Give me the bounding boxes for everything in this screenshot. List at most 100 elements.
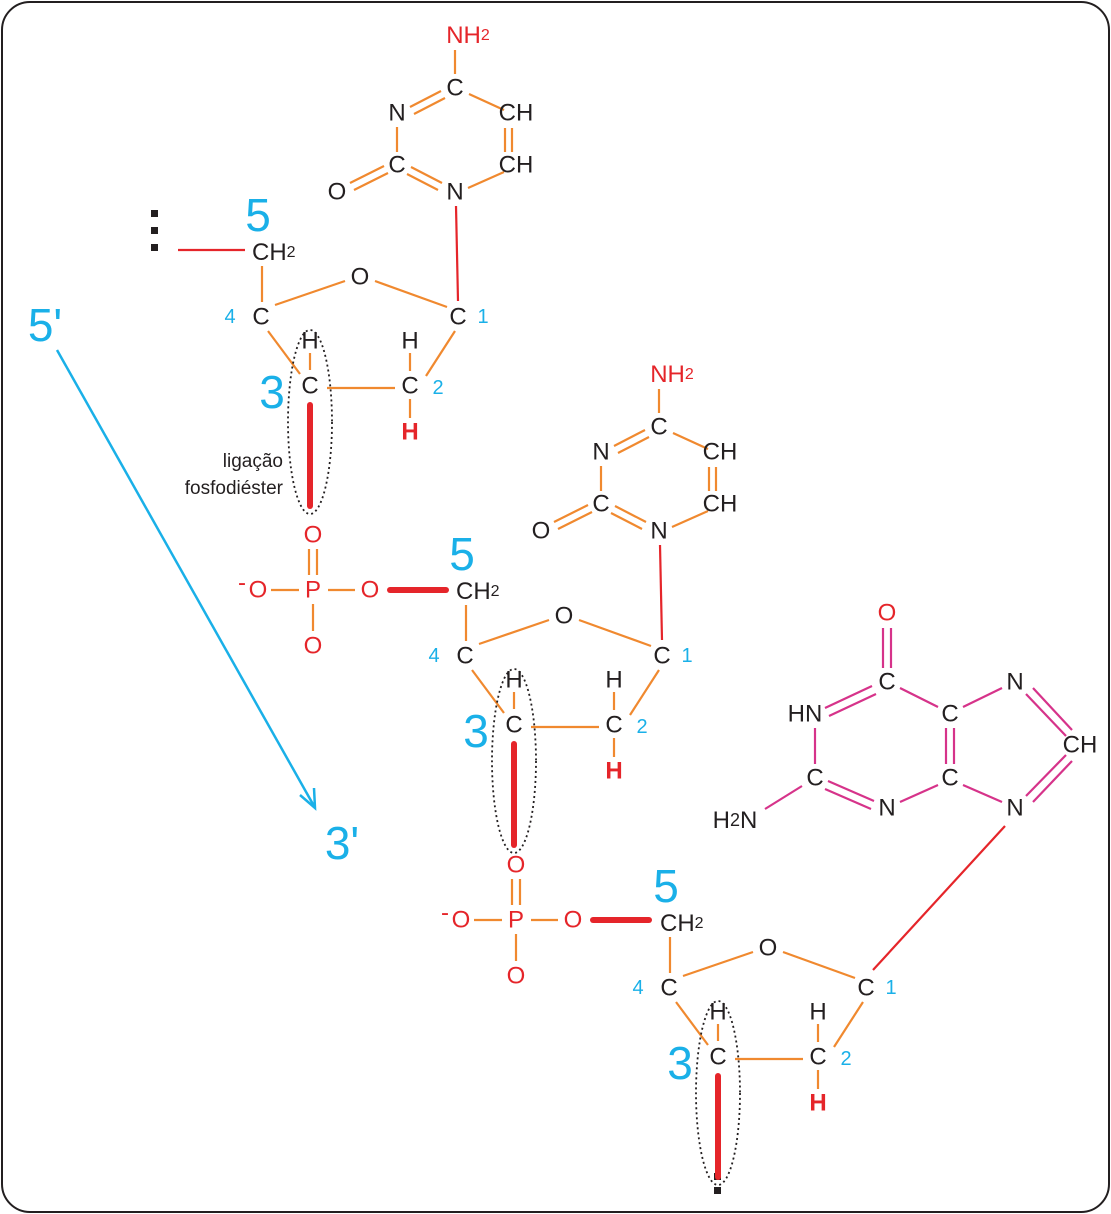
phosphorus: P [508, 907, 524, 934]
sugar-h2-deoxy: H [401, 419, 418, 446]
cytosine-n1: N [446, 179, 463, 206]
guanine-c2: C [806, 765, 823, 792]
sugar-c4: C [252, 304, 269, 331]
negative-charge: - [238, 570, 246, 597]
sugar-h3: H [301, 328, 318, 355]
nucleotide-1-sugar: CH2 O C C C C H H H 5 4 3 2 1 [224, 189, 489, 515]
phosphodiester-highlight [491, 668, 537, 854]
carbon-1-label: 1 [885, 977, 896, 999]
sugar-ring-oxygen: O [351, 264, 370, 291]
five-prime-label: 5' [28, 299, 62, 351]
cytosine-c2: C [388, 152, 405, 179]
negative-charge: - [441, 900, 449, 927]
sugar-c5: CH2 [660, 910, 704, 937]
guanine-n7: N [1006, 669, 1023, 696]
annotation-line-2: fosfodiéster [185, 478, 284, 499]
sugar-c2: C [809, 1044, 826, 1071]
sugar-h2-deoxy: H [605, 758, 622, 785]
cytosine-base-2: NH2 C N CH C CH O N [532, 361, 738, 641]
carbon-2-label: 2 [432, 377, 443, 399]
guanine-c4: C [941, 765, 958, 792]
arrow-line [55, 349, 316, 807]
sugar-c5: CH2 [252, 239, 296, 266]
three-prime-label: 3' [325, 817, 359, 869]
guanine-c8: CH [1063, 732, 1098, 759]
sugar-c1: C [653, 643, 670, 670]
phosphorus: P [305, 577, 321, 604]
cytosine-o2: O [328, 179, 347, 206]
cytosine-amino: NH2 [650, 361, 694, 388]
annotation-line-1: ligação [223, 451, 283, 472]
guanine-amino: H2N [713, 807, 758, 834]
phosphodiester-highlight [695, 1000, 741, 1186]
phosphate-o-minus: O [249, 577, 268, 604]
guanine-c6: C [878, 669, 895, 696]
carbon-3-label: 3 [667, 1037, 693, 1089]
carbon-1-label: 1 [477, 306, 488, 328]
carbon-4-label: 4 [428, 645, 439, 667]
phosphate-o-double: O [507, 852, 526, 879]
cytosine-c5: CH [499, 100, 534, 127]
sugar-ring-oxygen: O [555, 603, 574, 630]
carbon-5-label: 5 [245, 189, 271, 241]
phosphate-group-1: O P - O O O [238, 522, 449, 660]
phosphate-o-ester: O [564, 907, 583, 934]
cytosine-c6: CH [703, 491, 738, 518]
guanine-base: O C HN C N C C CH H2N N N [713, 600, 1098, 971]
sugar-c5: CH2 [456, 578, 500, 605]
phosphodiester-highlight [287, 329, 333, 515]
carbon-2-label: 2 [636, 716, 647, 738]
glycosidic-bond [658, 544, 664, 641]
continuation-top [151, 210, 245, 252]
sugar-c3: C [301, 373, 318, 400]
cytosine-n3: N [388, 100, 405, 127]
guanine-n3: N [878, 795, 895, 822]
nucleotide-2-sugar: CH2 O C C C C H H H 5 4 3 2 1 [428, 528, 693, 854]
sugar-h2: H [605, 667, 622, 694]
phosphate-o-ester: O [361, 577, 380, 604]
carbon-4-label: 4 [632, 977, 643, 999]
sugar-h2-deoxy: H [809, 1090, 826, 1117]
cytosine-base-1: NH2 C N CH C CH O N [328, 22, 534, 302]
glycosidic-bond [454, 205, 460, 302]
sugar-c4: C [660, 975, 677, 1002]
guanine-c5: C [941, 701, 958, 728]
cytosine-n3: N [592, 439, 609, 466]
carbon-5-label: 5 [449, 528, 475, 580]
cytosine-c6: CH [499, 152, 534, 179]
cytosine-amino: NH2 [446, 22, 490, 49]
carbon-2-label: 2 [840, 1048, 851, 1070]
cytosine-c4: C [446, 75, 463, 102]
carbon-4-label: 4 [224, 306, 235, 328]
direction-arrow: 5' 3' [28, 299, 359, 869]
carbon-5-label: 5 [653, 860, 679, 912]
sugar-h2: H [809, 999, 826, 1026]
guanine-o6: O [878, 600, 897, 627]
guanine-n9: N [1006, 795, 1023, 822]
cytosine-c2: C [592, 491, 609, 518]
cytosine-c5: CH [703, 439, 738, 466]
sugar-c3: C [709, 1044, 726, 1071]
guanine-n1: HN [788, 701, 823, 728]
nucleotide-3-sugar: CH2 O C C C C H H H 5 4 3 2 1 [632, 860, 897, 1186]
phosphate-group-2: O P - O O O [441, 852, 652, 990]
sugar-h3: H [709, 999, 726, 1026]
phosphate-o-double: O [304, 522, 323, 549]
cytosine-c4: C [650, 414, 667, 441]
sugar-c2: C [401, 373, 418, 400]
phosphate-o-minus: O [452, 907, 471, 934]
sugar-c2: C [605, 712, 622, 739]
carbon-3-label: 3 [259, 366, 285, 418]
cytosine-n1: N [650, 518, 667, 545]
phosphate-o-bottom: O [304, 633, 323, 660]
sugar-h3: H [505, 667, 522, 694]
sugar-h2: H [401, 328, 418, 355]
sugar-c1: C [857, 975, 874, 1002]
phosphate-o-bottom: O [507, 963, 526, 990]
carbon-1-label: 1 [681, 645, 692, 667]
sugar-ring-oxygen: O [759, 935, 778, 962]
sugar-c3: C [505, 712, 522, 739]
carbon-3-label: 3 [463, 705, 489, 757]
cytosine-o2: O [532, 518, 551, 545]
